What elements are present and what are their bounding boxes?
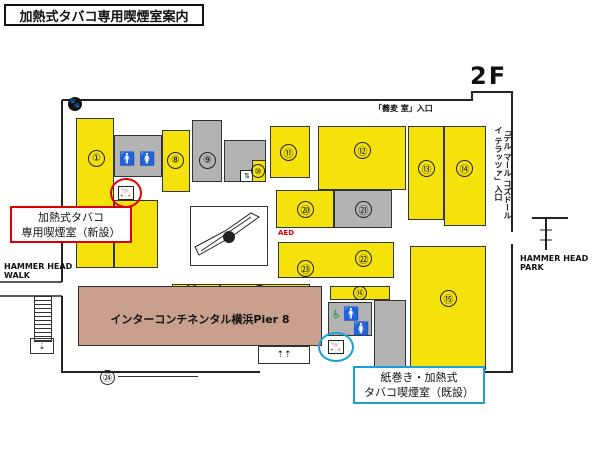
del-mar-entrance: 「デル マール コズドール イ テラッツァ」入口 [494,126,512,220]
shop-9-number: ⑨ [199,152,216,169]
restroom-male-icon: 🚹 [119,151,136,167]
shop-15[interactable] [410,246,486,370]
stairs-icon: ⇣ [30,338,54,354]
shop-24-number: ㉔ [100,370,115,385]
existing-smoking-room-callout: 紙巻き・加熱式 タバコ喫煙室（既設） [353,366,485,404]
existing-smoking-room-text: 紙巻き・加熱式 タバコ喫煙室（既設） [364,371,474,399]
shop-1[interactable] [76,118,114,268]
shop-14-number: ⑭ [456,160,473,177]
shop-10-number: ⑩ [251,164,265,178]
new-smoking-room-callout: 加熱式タバコ 専用喫煙室（新設） [10,206,132,243]
atrium [190,206,268,266]
service-block [374,300,406,370]
page-title: 加熱式タバコ専用喫煙室案内 [4,4,204,26]
stairs-icon: ⇡⇡ [258,346,310,364]
pet-paw-icon: 🐾 [68,97,82,111]
shop-22-number: ㉒ [355,250,372,267]
hammer-head-walk-label: HAMMER HEAD WALK [4,262,73,280]
floor-label: 2F [470,62,508,90]
shop-20-number: ⑳ [297,201,314,218]
shop-11-number: ⑪ [280,144,297,161]
soba-entrance: 「蕎麦 室」入口 [374,104,433,113]
wheelchair-icon: ♿ [331,307,342,321]
restroom-area [114,135,162,177]
restroom-area-lower [328,302,372,336]
shop-21-number: ㉑ [355,201,372,218]
shop-15-number: ⑮ [440,290,457,307]
restroom-female-icon: 🚺 [139,151,156,167]
escalator-icon [194,212,260,256]
new-smoking-room-marker[interactable] [110,178,142,208]
hotel-name: インターコンチネンタル横浜Pier 8 [110,313,290,326]
shop-13-number: ⑬ [418,160,435,177]
hotel-block: インターコンチネンタル横浜Pier 8 [78,286,322,346]
hammer-head-park-label: HAMMER HEAD PARK [520,254,589,272]
shop-9-area[interactable] [192,120,222,182]
shop-16-number: ⑯ [353,286,367,300]
shop-22-23[interactable] [278,242,394,278]
crane-icon [532,217,568,250]
shop-23-number: ㉓ [297,260,314,277]
shop-12-number: ⑫ [354,142,371,159]
shop-8[interactable] [162,130,190,192]
shop-8-number: ⑧ [167,152,184,169]
shop-24-line [118,376,198,377]
restroom-male-icon: 🚹 [343,306,360,322]
existing-smoking-room-marker[interactable] [318,332,354,362]
shop-1-number: ① [88,150,105,167]
restroom-female-icon: 🚺 [353,321,370,337]
stairs-icon [34,296,52,342]
aed-label: AED [278,229,295,237]
new-smoking-room-text: 加熱式タバコ 専用喫煙室（新設） [21,211,121,239]
